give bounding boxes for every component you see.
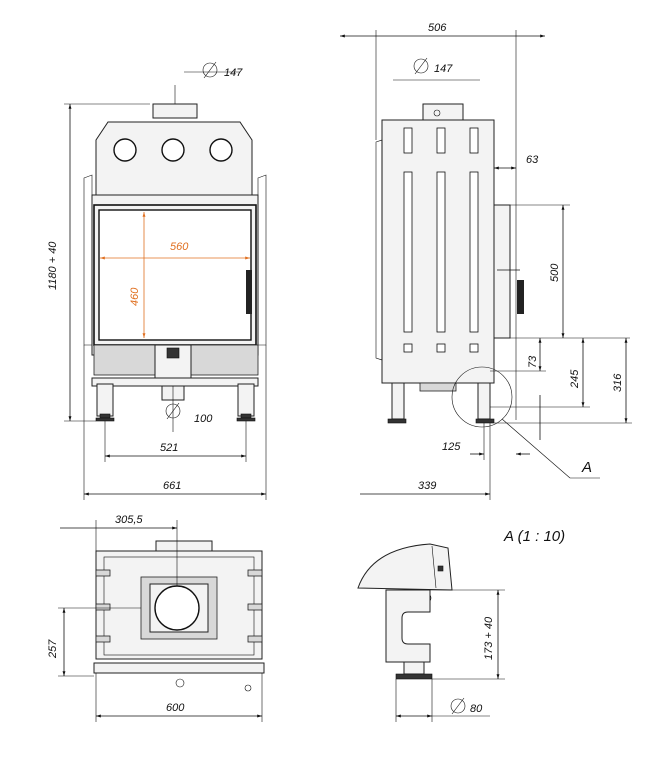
flue-offset: 305,5 [115,514,143,526]
side-flue-diameter: 147 [434,63,453,75]
front-total-width: 661 [163,480,181,492]
legs-spacing: 521 [160,442,178,454]
width-600: 600 [166,702,185,714]
front-height: 1180 + 40 [47,241,59,290]
depth-257: 257 [47,639,59,659]
foot-diameter: 80 [470,703,483,715]
door-height: 500 [549,263,561,282]
dim-125: 125 [442,441,461,453]
front-view: 147 1180 + 40 560 460 100 521 661 [47,61,267,500]
detail-title: A (1 : 10) [503,528,565,545]
glass-width: 560 [170,241,189,253]
offset-63: 63 [526,154,539,166]
air-inlet-diameter: 100 [194,413,213,425]
side-view: A 506 147 63 500 73 245 316 [340,22,632,500]
detail-view: A (1 : 10) 173 + 40 80 [357,528,565,722]
dim-316: 316 [612,373,624,392]
top-view: 305,5 257 600 [47,514,265,722]
front-flue-diameter: 147 [224,67,243,79]
detail-height: 173 + 40 [483,616,495,660]
detail-marker: A [581,459,592,476]
depth-339: 339 [418,480,436,492]
glass-height: 460 [129,287,141,306]
dim-245: 245 [569,369,581,389]
dim-73: 73 [527,355,539,368]
side-depth: 506 [428,22,447,34]
